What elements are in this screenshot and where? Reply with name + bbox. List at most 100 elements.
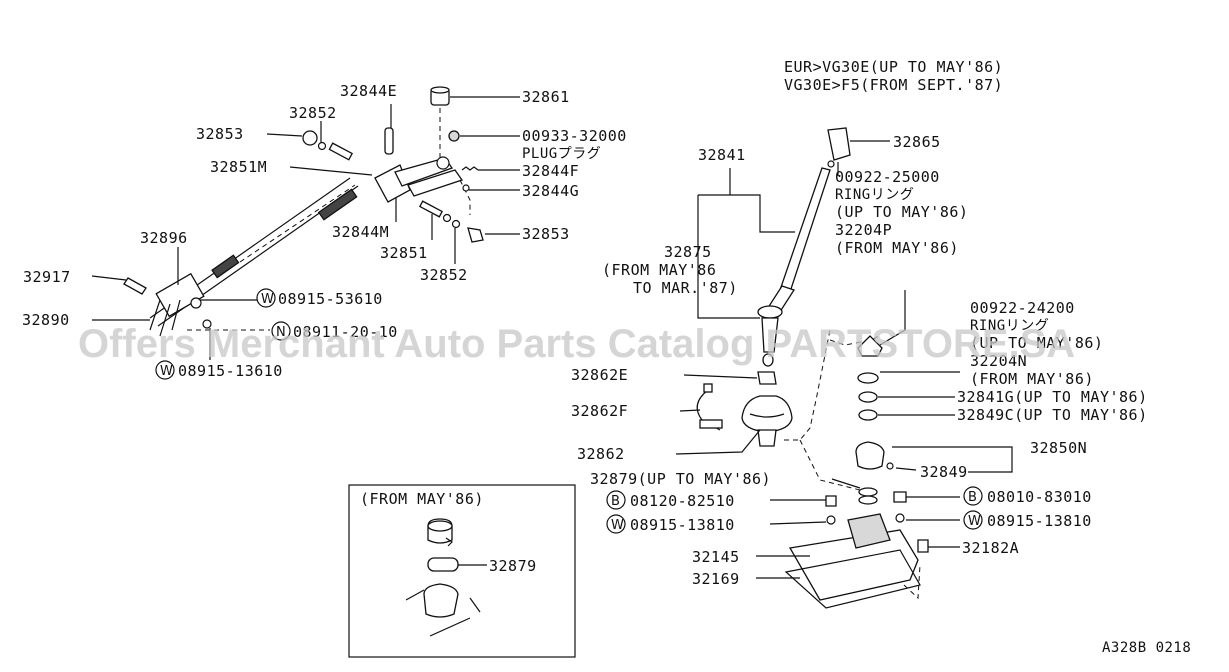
label-ring-1: RINGリング bbox=[835, 187, 914, 203]
dashed-guide-8 bbox=[903, 564, 921, 600]
clip-icon bbox=[757, 371, 777, 385]
label-32917: 32917 bbox=[23, 268, 71, 286]
ring-32879-icon-2 bbox=[858, 495, 878, 505]
label-32169: 32169 bbox=[692, 570, 740, 588]
label-08915-13810b: 08915-13810 bbox=[987, 512, 1092, 530]
label-32204N: 32204N bbox=[970, 352, 1027, 370]
bolt-icon-3 bbox=[825, 495, 837, 507]
joint-body-icon bbox=[155, 272, 205, 318]
label-00922-25000: 00922-25000 bbox=[835, 168, 940, 186]
label-08915-13610: 08915-13610 bbox=[178, 362, 283, 380]
tower-icon bbox=[847, 513, 891, 549]
watermark: Offers Merchant Auto Parts Catalog PARTS… bbox=[78, 322, 1075, 366]
label-32841G: 32841G(UP TO MAY'86) bbox=[957, 388, 1148, 406]
label-32851M: 32851M bbox=[210, 158, 267, 176]
label-08915-13810a: 08915-13810 bbox=[630, 516, 735, 534]
w-marker-3-text: W bbox=[611, 518, 624, 533]
lever-ball-icon bbox=[757, 305, 783, 319]
gasket-icon bbox=[784, 549, 921, 609]
label-32849C: 32849C(UP TO MAY'86) bbox=[957, 406, 1148, 424]
lever-eye-icon bbox=[436, 156, 450, 170]
w-marker-4-text: W bbox=[968, 514, 981, 529]
dashed-guide-7 bbox=[799, 439, 861, 491]
label-32850N: 32850N bbox=[1030, 439, 1087, 457]
diagram-code: A328B 0218 bbox=[1102, 640, 1191, 656]
b-marker-2 bbox=[963, 486, 983, 506]
header-line-1: EUR>VG30E(UP TO MAY'86) bbox=[784, 58, 1003, 76]
header-line-2: VG30E>F5(FROM SEPT.'87) bbox=[784, 76, 1003, 94]
inset-ring-icon bbox=[427, 557, 459, 572]
washer-32841G-icon bbox=[858, 391, 878, 403]
nut-icon bbox=[302, 130, 318, 146]
label-32844F: 32844F bbox=[522, 162, 579, 180]
inset-seat-icon bbox=[423, 583, 459, 618]
ring-32879-icon bbox=[858, 487, 878, 497]
bracket-leader bbox=[698, 194, 795, 233]
label-32852b: 32852 bbox=[420, 266, 468, 284]
b-marker-1-text: B bbox=[611, 494, 620, 509]
w-marker-2 bbox=[155, 360, 175, 380]
label-08010-83010: 08010-83010 bbox=[987, 488, 1092, 506]
label-32182A: 32182A bbox=[962, 539, 1019, 557]
n-marker-1 bbox=[271, 321, 291, 341]
label-32204P: 32204P bbox=[835, 221, 892, 239]
boot-neck-icon bbox=[757, 429, 777, 447]
shift-lever-assembly bbox=[696, 127, 881, 491]
label-32849: 32849 bbox=[920, 463, 968, 481]
pin-32844E-icon bbox=[384, 127, 394, 155]
lever-arm-icon-2 bbox=[407, 169, 464, 197]
label-from-1: (FROM MAY'86) bbox=[835, 239, 959, 257]
washer-icon-3 bbox=[317, 141, 327, 151]
washer-icon-2 bbox=[202, 319, 212, 329]
label-upto-2: (UP TO MAY'86) bbox=[970, 334, 1103, 352]
label-from-2: (FROM MAY'86 bbox=[602, 261, 716, 279]
n-marker-1-text: N bbox=[276, 325, 286, 340]
label-32865: 32865 bbox=[893, 133, 941, 151]
wire-connector-icon bbox=[699, 419, 723, 429]
bolt-icon-5 bbox=[917, 539, 929, 553]
label-32862F: 32862F bbox=[571, 402, 628, 420]
label-32853a: 32853 bbox=[196, 125, 244, 143]
label-32851: 32851 bbox=[380, 244, 428, 262]
w-marker-2-text: W bbox=[160, 364, 173, 379]
bolt-icon bbox=[328, 142, 353, 161]
label-tomar: TO MAR.'87) bbox=[633, 279, 738, 297]
bushing-top bbox=[430, 86, 450, 94]
label-32844M: 32844M bbox=[332, 223, 389, 241]
wire-end-icon bbox=[703, 383, 713, 393]
label-32145: 32145 bbox=[692, 548, 740, 566]
label-32861: 32861 bbox=[522, 88, 570, 106]
right-small-parts bbox=[784, 335, 929, 609]
washer-icon-6 bbox=[826, 515, 836, 525]
label-32844G: 32844G bbox=[522, 182, 579, 200]
washer-icon-7 bbox=[895, 513, 905, 523]
label-ring-2: RINGリング bbox=[970, 318, 1049, 334]
right-leaders bbox=[675, 140, 1013, 579]
w-marker-1-text: W bbox=[261, 292, 274, 307]
dashed-guide-6 bbox=[829, 334, 881, 346]
bracket-leader-2 bbox=[697, 195, 760, 319]
label-08120-82510: 08120-82510 bbox=[630, 492, 735, 510]
pin-icon bbox=[123, 277, 147, 295]
b-marker-2-text: B bbox=[968, 490, 977, 505]
pin-32849-icon bbox=[886, 462, 894, 470]
inset-title: (FROM MAY'86) bbox=[360, 490, 484, 508]
dashed-guide-5 bbox=[784, 329, 831, 441]
boot-icon bbox=[741, 395, 793, 433]
w-marker-1 bbox=[256, 288, 276, 308]
dashed-guide-3 bbox=[459, 179, 471, 215]
bolt-head-icon bbox=[467, 227, 484, 243]
label-00933: 00933-32000 bbox=[522, 127, 627, 145]
label-32875: 32875 bbox=[664, 243, 712, 261]
spring-icon bbox=[461, 166, 479, 171]
plug-icon bbox=[448, 130, 460, 142]
linkage-assembly bbox=[123, 86, 484, 337]
washer-icon bbox=[190, 297, 202, 309]
lever-shaft-icon bbox=[761, 317, 779, 353]
label-from-3: (FROM MAY'86) bbox=[970, 370, 1094, 388]
label-32890: 32890 bbox=[22, 311, 70, 329]
ball-icon bbox=[462, 184, 470, 192]
bolt-icon-4 bbox=[893, 491, 907, 503]
